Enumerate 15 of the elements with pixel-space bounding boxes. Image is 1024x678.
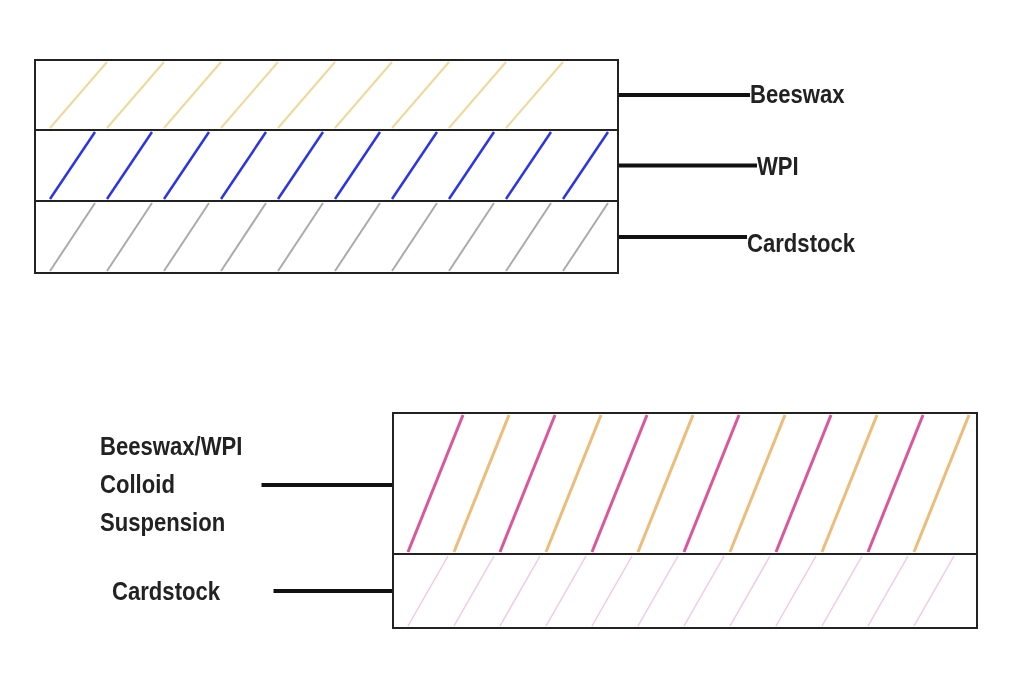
hatched-layer — [393, 554, 977, 628]
hatched-layer — [393, 413, 977, 554]
hatched-layer — [35, 130, 618, 201]
layer-label: Beeswax/WPI Colloid Suspension — [100, 427, 262, 541]
leader-line — [273, 589, 393, 593]
hatched-layer — [35, 201, 618, 273]
layer-label: Cardstock — [747, 224, 900, 262]
leader-line — [618, 93, 750, 97]
layer-label: WPI — [757, 147, 885, 185]
layer-label: Cardstock — [112, 572, 274, 610]
hatched-layer — [35, 60, 618, 130]
leader-line — [261, 483, 393, 487]
leader-line — [618, 235, 747, 239]
leader-line — [618, 163, 757, 168]
layer-label: Beeswax — [750, 75, 878, 113]
